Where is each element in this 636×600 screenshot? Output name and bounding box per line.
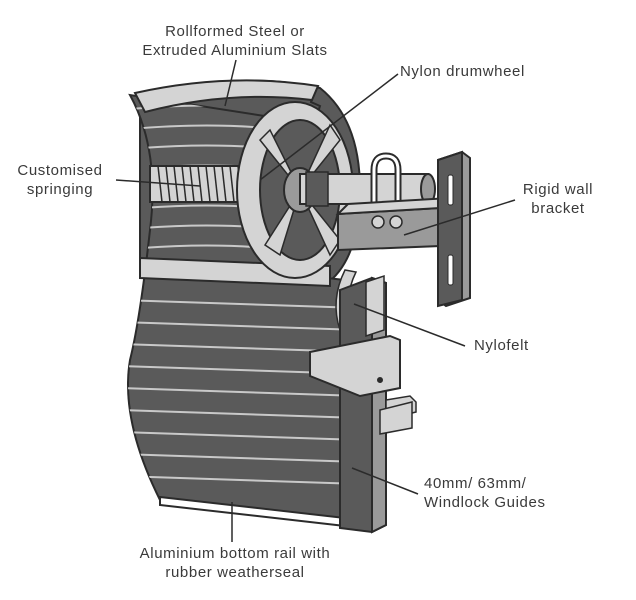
leader-springing — [115, 179, 201, 187]
leader-lines — [115, 59, 516, 542]
leader-guides — [351, 467, 419, 495]
label-drumwheel-line1: Nylon drumwheel — [400, 63, 525, 80]
label-springing-line1: Customised — [17, 162, 103, 179]
drum-wheel — [236, 101, 354, 279]
label-nylofelt: Nylofelt — [474, 336, 529, 355]
label-guides-line2: Windlock Guides — [424, 494, 546, 511]
label-bottom-rail-line2: rubber weatherseal — [165, 564, 305, 581]
label-slats-line1: Rollformed Steel or — [165, 23, 305, 40]
leader-bracket — [403, 199, 516, 236]
label-bracket-line2: bracket — [531, 200, 585, 217]
wall-bracket — [335, 150, 471, 308]
label-bracket-line1: Rigid wall — [522, 181, 594, 198]
label-bottom-rail-line1: Aluminium bottom rail with — [139, 545, 331, 562]
leader-slats — [224, 59, 237, 107]
label-slats-line2: Extruded Aluminium Slats — [142, 42, 328, 59]
leader-drumwheel — [259, 73, 399, 181]
label-guides-line1: 40mm/ 63mm/ — [424, 475, 527, 492]
top-slat-edge — [133, 79, 320, 114]
leader-nylofelt — [353, 303, 466, 347]
label-nylofelt-line1: Nylofelt — [474, 337, 529, 354]
label-slats: Rollformed Steel or Extruded Aluminium S… — [120, 22, 350, 60]
label-drumwheel: Nylon drumwheel — [400, 62, 525, 81]
guide-channel — [309, 274, 417, 534]
label-springing-line2: springing — [26, 181, 94, 198]
axle — [299, 171, 436, 207]
label-guides: 40mm/ 63mm/ Windlock Guides — [424, 474, 546, 512]
label-bracket: Rigid wall bracket — [508, 180, 608, 218]
label-springing: Customised springing — [6, 161, 114, 199]
label-bottom-rail: Aluminium bottom rail with rubber weathe… — [100, 544, 370, 582]
